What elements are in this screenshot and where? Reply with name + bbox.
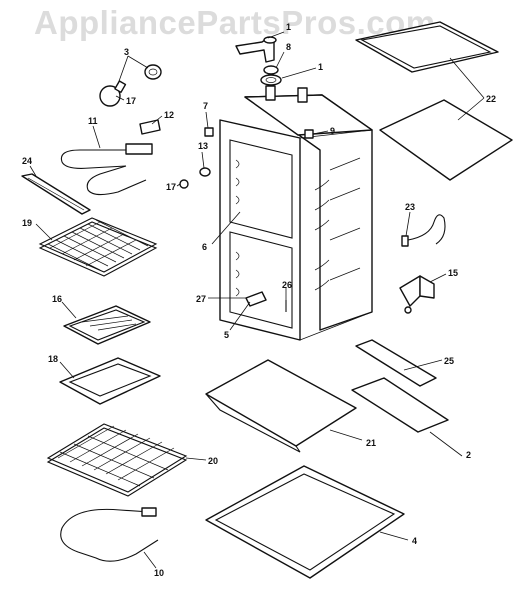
oven-rack-upper bbox=[38, 217, 158, 277]
callout-1a: 1 bbox=[286, 22, 291, 32]
callout-11: 11 bbox=[88, 116, 98, 126]
bottom-rail bbox=[355, 339, 437, 387]
callout-2: 2 bbox=[466, 450, 471, 460]
nut-7 bbox=[204, 127, 214, 137]
callout-24: 24 bbox=[22, 156, 32, 166]
callout-4: 4 bbox=[412, 536, 417, 546]
callout-12: 12 bbox=[164, 110, 174, 120]
callout-5: 5 bbox=[224, 330, 229, 340]
oven-cabinet bbox=[219, 85, 373, 341]
leader-lines bbox=[29, 31, 485, 569]
callout-21: 21 bbox=[366, 438, 376, 448]
callout-20: 20 bbox=[208, 456, 218, 466]
drawer-trim bbox=[351, 377, 449, 433]
side-panel bbox=[379, 99, 513, 181]
wire-harness bbox=[401, 214, 446, 247]
callout-10: 10 bbox=[154, 568, 164, 578]
callout-26: 26 bbox=[282, 280, 292, 290]
vent-elbow bbox=[235, 36, 277, 63]
oven-rack-lower bbox=[46, 423, 188, 497]
clip-9 bbox=[304, 129, 314, 139]
callout-23: 23 bbox=[405, 202, 415, 212]
nut-13 bbox=[199, 167, 211, 177]
callout-16: 16 bbox=[52, 294, 62, 304]
callout-1b: 1 bbox=[318, 62, 323, 72]
callout-15: 15 bbox=[448, 268, 458, 278]
callout-17a: 17 bbox=[126, 96, 136, 106]
watermark-text: AppliancePartsPros.com bbox=[34, 4, 436, 41]
door-hinge bbox=[399, 275, 435, 314]
bulb-17 bbox=[179, 179, 189, 189]
side-rail bbox=[21, 173, 91, 215]
terminal-plate bbox=[139, 119, 161, 135]
callout-labels: 1 8 1 3 17 11 12 7 13 17 9 24 19 6 16 27… bbox=[22, 22, 496, 578]
callout-7: 7 bbox=[203, 101, 208, 111]
callout-3: 3 bbox=[124, 47, 129, 57]
callout-17b: 17 bbox=[166, 182, 176, 192]
bottom-panel bbox=[205, 465, 405, 579]
light-bulb bbox=[99, 80, 127, 107]
callout-9: 9 bbox=[330, 126, 335, 136]
callout-6: 6 bbox=[202, 242, 207, 252]
vent-ring bbox=[260, 65, 282, 86]
callout-8: 8 bbox=[286, 42, 291, 52]
callout-27: 27 bbox=[196, 294, 206, 304]
callout-19: 19 bbox=[22, 218, 32, 228]
oven-light-socket bbox=[144, 64, 162, 80]
callout-13: 13 bbox=[198, 141, 208, 151]
bake-element bbox=[60, 143, 153, 196]
callout-18: 18 bbox=[48, 354, 58, 364]
broil-element bbox=[60, 507, 159, 562]
callout-25: 25 bbox=[444, 356, 454, 366]
broil-pan bbox=[59, 357, 161, 405]
callout-22: 22 bbox=[486, 94, 496, 104]
top-panel bbox=[355, 21, 499, 73]
broil-pan-grid bbox=[63, 305, 151, 345]
drawer-liner bbox=[205, 359, 357, 453]
